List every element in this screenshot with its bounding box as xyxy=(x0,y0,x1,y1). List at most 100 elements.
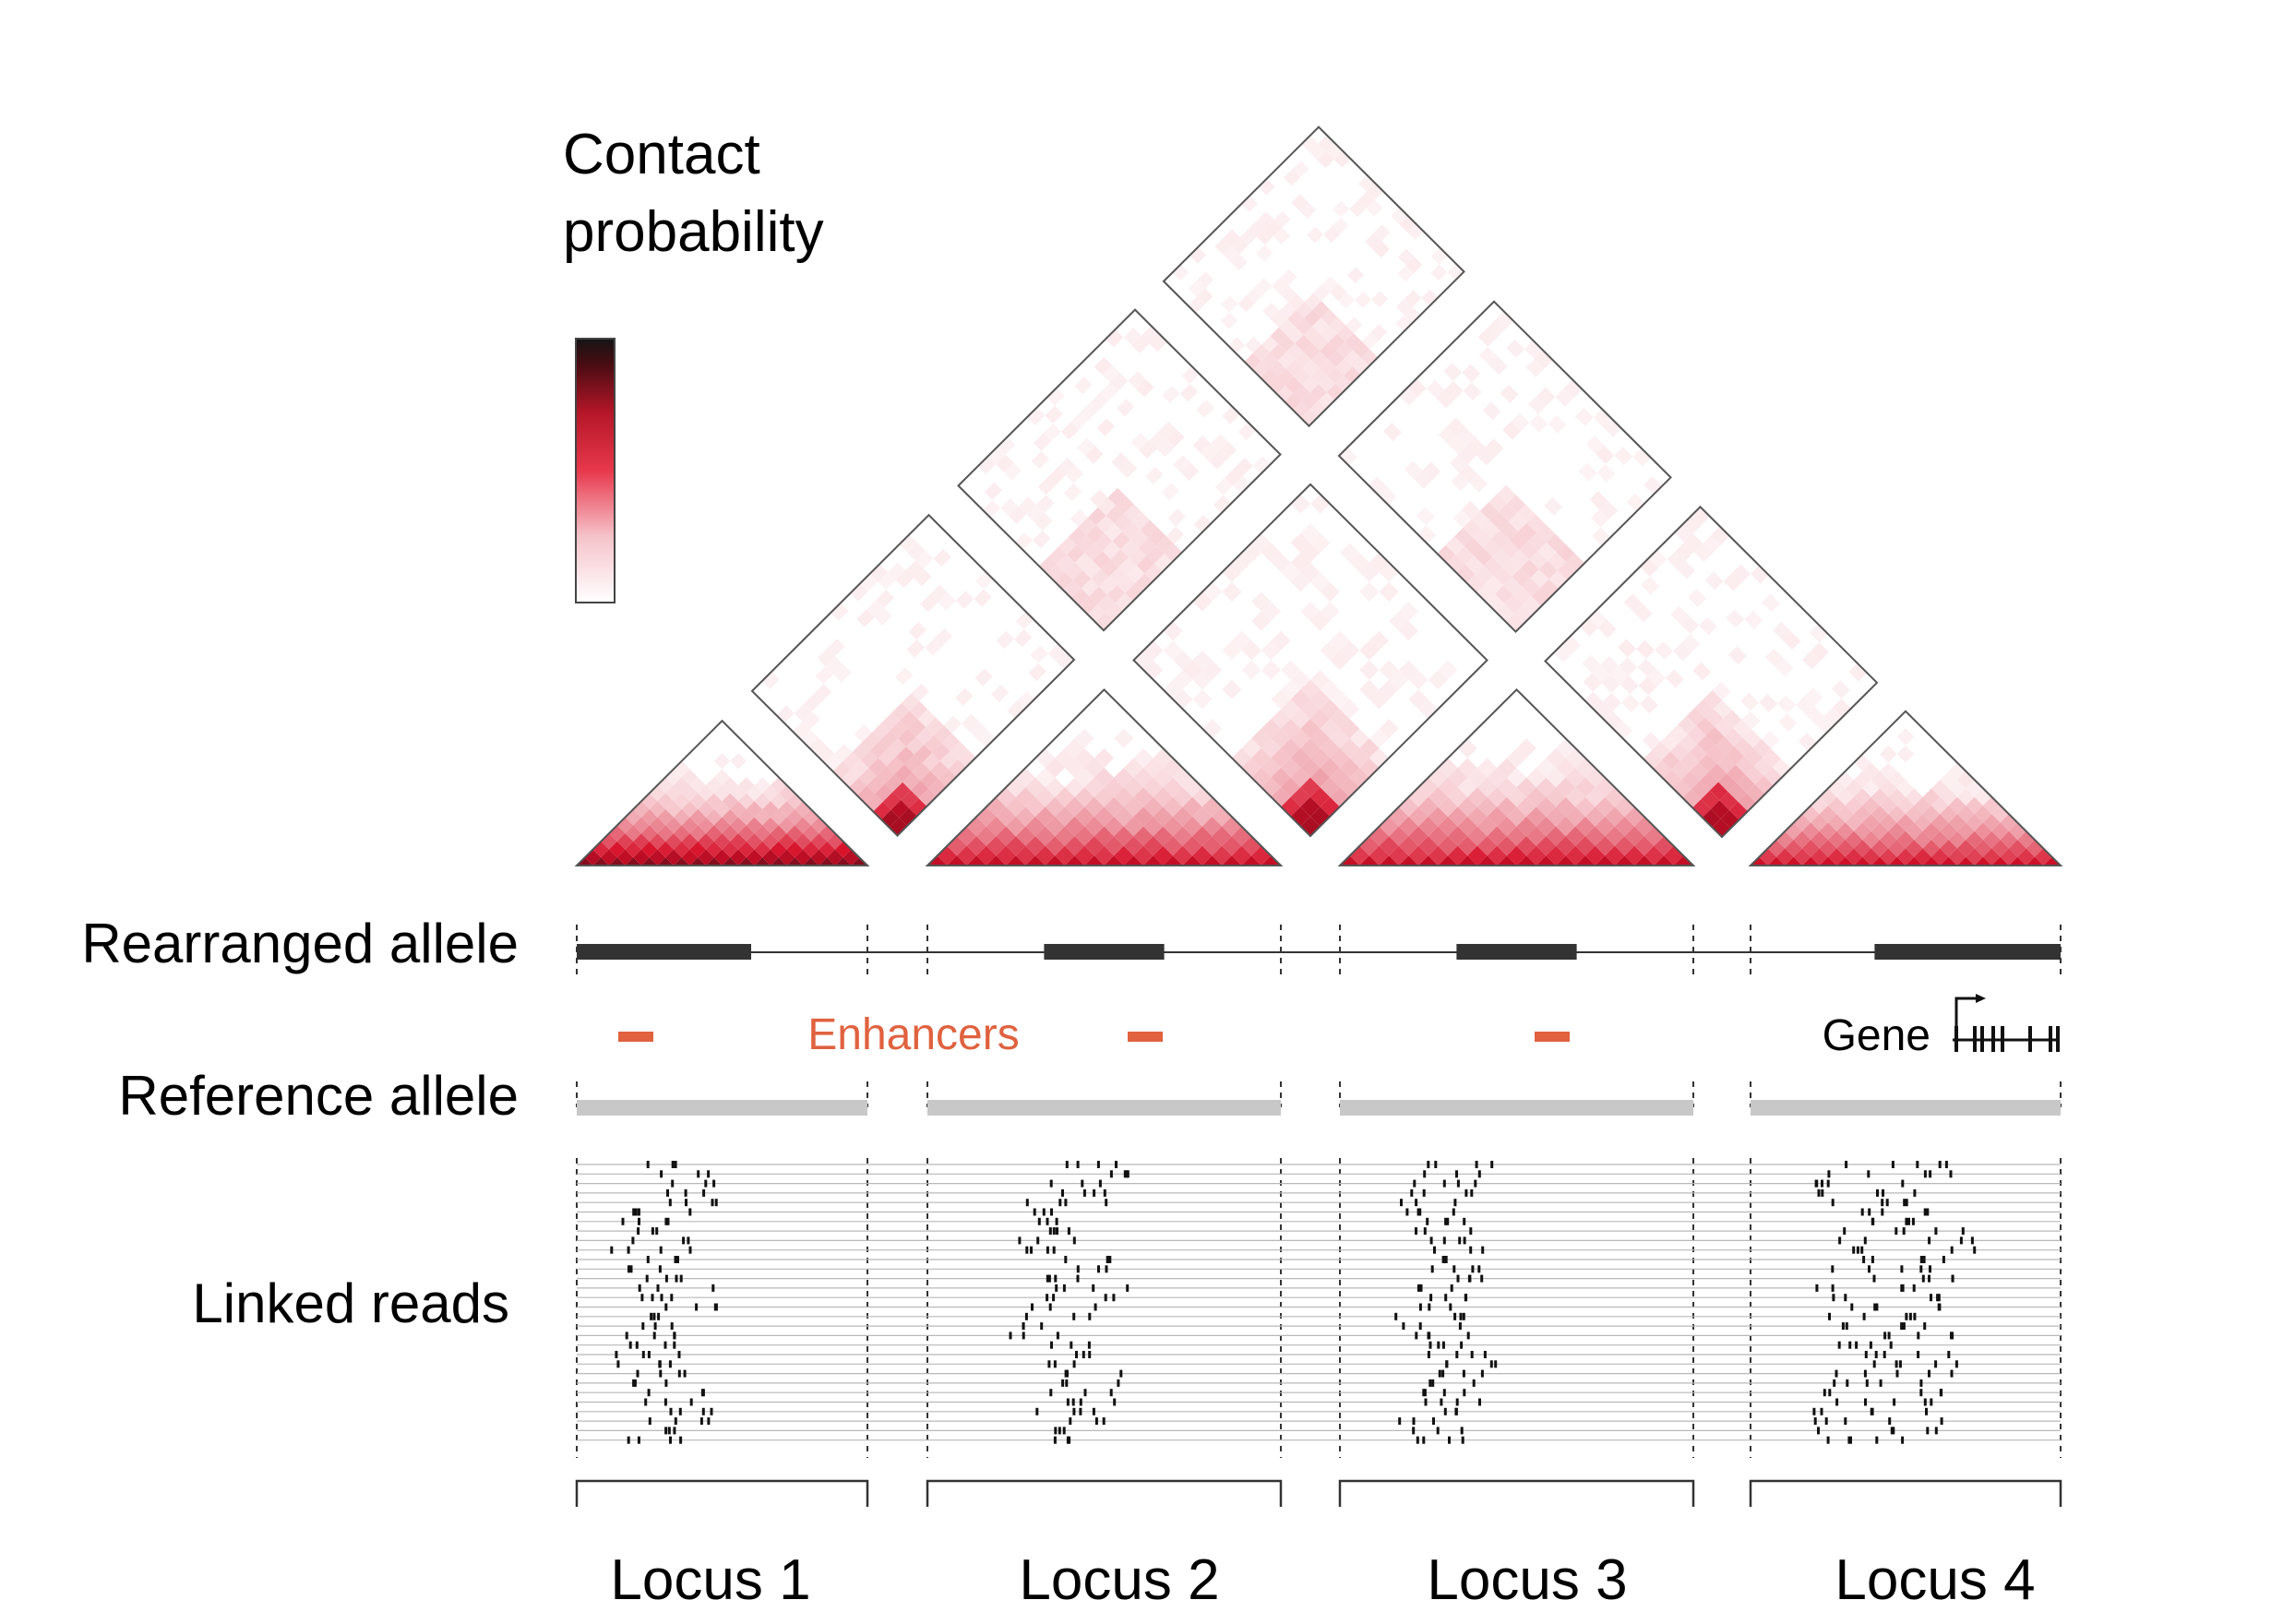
contact-cell xyxy=(1067,544,1085,563)
contact-cell xyxy=(795,833,811,850)
contact-cell xyxy=(1600,656,1620,675)
contact-cell xyxy=(1689,744,1708,763)
rearranged-allele-track xyxy=(577,944,2061,960)
contact-cell xyxy=(1319,359,1336,376)
contact-cell xyxy=(713,849,731,866)
contact-cell xyxy=(1526,826,1547,846)
contact-cell xyxy=(1339,738,1360,758)
contact-cell xyxy=(1077,437,1095,456)
contact-cell xyxy=(1339,719,1360,739)
read-tick xyxy=(1951,1331,1954,1340)
read-tick xyxy=(1893,1398,1896,1406)
contact-cell xyxy=(730,817,747,834)
contact-cell xyxy=(1230,254,1248,271)
contact-cell xyxy=(1497,817,1517,837)
contact-cell xyxy=(1133,768,1153,788)
read-tick xyxy=(1418,1208,1422,1216)
contact-cell xyxy=(1497,855,1517,866)
contact-cell xyxy=(1511,412,1530,432)
contact-cell xyxy=(1457,836,1477,856)
contact-cell xyxy=(1272,277,1289,294)
locus-2-label: Locus 2 xyxy=(1019,1548,1219,1612)
contact-cell xyxy=(1213,495,1232,514)
contact-cell xyxy=(948,758,966,778)
read-tick xyxy=(658,1360,662,1368)
contact-cell xyxy=(1173,826,1193,846)
read-tick xyxy=(628,1341,632,1349)
contact-cell xyxy=(1476,817,1498,837)
contact-cell xyxy=(1084,817,1105,837)
contact-cell xyxy=(2026,856,2044,866)
contact-cell xyxy=(1361,332,1379,350)
read-tick xyxy=(1837,1341,1841,1349)
contact-cell xyxy=(1179,384,1199,402)
contact-cell xyxy=(1448,768,1468,788)
contact-cell xyxy=(713,784,731,802)
contact-cell xyxy=(1330,728,1350,748)
contact-cell xyxy=(813,684,832,702)
contact-cell xyxy=(771,841,787,858)
contact-cell xyxy=(1880,830,1897,849)
read-tick xyxy=(1030,1246,1033,1254)
read-tick xyxy=(689,1398,693,1406)
contact-cell xyxy=(1346,267,1364,284)
contact-cell xyxy=(1330,768,1350,788)
contact-cell xyxy=(1422,461,1441,481)
contact-cell xyxy=(1035,787,1056,807)
contact-cell xyxy=(1060,422,1080,440)
contact-cell xyxy=(1408,806,1428,827)
contact-cell xyxy=(956,826,977,846)
read-tick xyxy=(659,1369,663,1378)
contact-cell xyxy=(1310,367,1328,385)
contact-cell xyxy=(1488,493,1508,512)
contact-cell xyxy=(1112,531,1130,550)
read-tick xyxy=(1117,1379,1120,1387)
contact-cell xyxy=(730,801,747,818)
contact-cell xyxy=(1320,738,1340,758)
contact-cell xyxy=(1473,529,1491,548)
contact-cell xyxy=(1506,339,1525,358)
contact-cell xyxy=(1369,826,1390,846)
contact-cell xyxy=(641,793,658,809)
contact-cell xyxy=(1634,855,1655,866)
contact-cell xyxy=(1836,770,1854,789)
contact-cell xyxy=(1156,536,1175,555)
contact-cell xyxy=(1487,319,1505,339)
contact-cell xyxy=(1128,547,1147,566)
contact-cell xyxy=(1605,826,1625,846)
contact-cell xyxy=(888,738,906,757)
contact-cell xyxy=(1220,312,1237,329)
read-tick xyxy=(1048,1227,1052,1236)
contact-cell xyxy=(1064,855,1085,866)
contact-cell xyxy=(1173,455,1191,473)
contact-cell xyxy=(1318,392,1335,410)
contact-cell xyxy=(1369,630,1390,651)
contact-cell xyxy=(1811,830,1828,849)
contact-cell xyxy=(902,693,920,711)
contact-cell xyxy=(1065,465,1084,484)
contact-cell xyxy=(713,753,731,770)
contact-cell xyxy=(1836,806,1854,823)
read-tick xyxy=(1456,1179,1460,1188)
contact-cell xyxy=(1556,796,1576,817)
contact-cell xyxy=(1709,782,1728,801)
contact-cell xyxy=(1192,591,1213,612)
contact-cell xyxy=(1326,383,1344,400)
read-tick xyxy=(1440,1398,1443,1406)
contact-cell xyxy=(1678,716,1697,734)
contact-cell xyxy=(1165,526,1184,544)
contact-cell xyxy=(1120,539,1139,558)
contact-cell xyxy=(1681,634,1701,652)
contact-cell xyxy=(1064,836,1085,856)
contact-cell xyxy=(1015,806,1035,827)
contact-cell xyxy=(1712,681,1731,700)
contact-cell xyxy=(1495,311,1514,330)
contact-cell xyxy=(1906,822,1923,841)
read-tick xyxy=(650,1312,653,1320)
contact-cell xyxy=(1235,458,1253,476)
contact-cell xyxy=(1241,758,1261,778)
read-tick xyxy=(688,1208,692,1216)
contact-cell xyxy=(657,841,674,858)
contact-cell xyxy=(827,833,843,850)
read-tick xyxy=(1928,1236,1931,1245)
